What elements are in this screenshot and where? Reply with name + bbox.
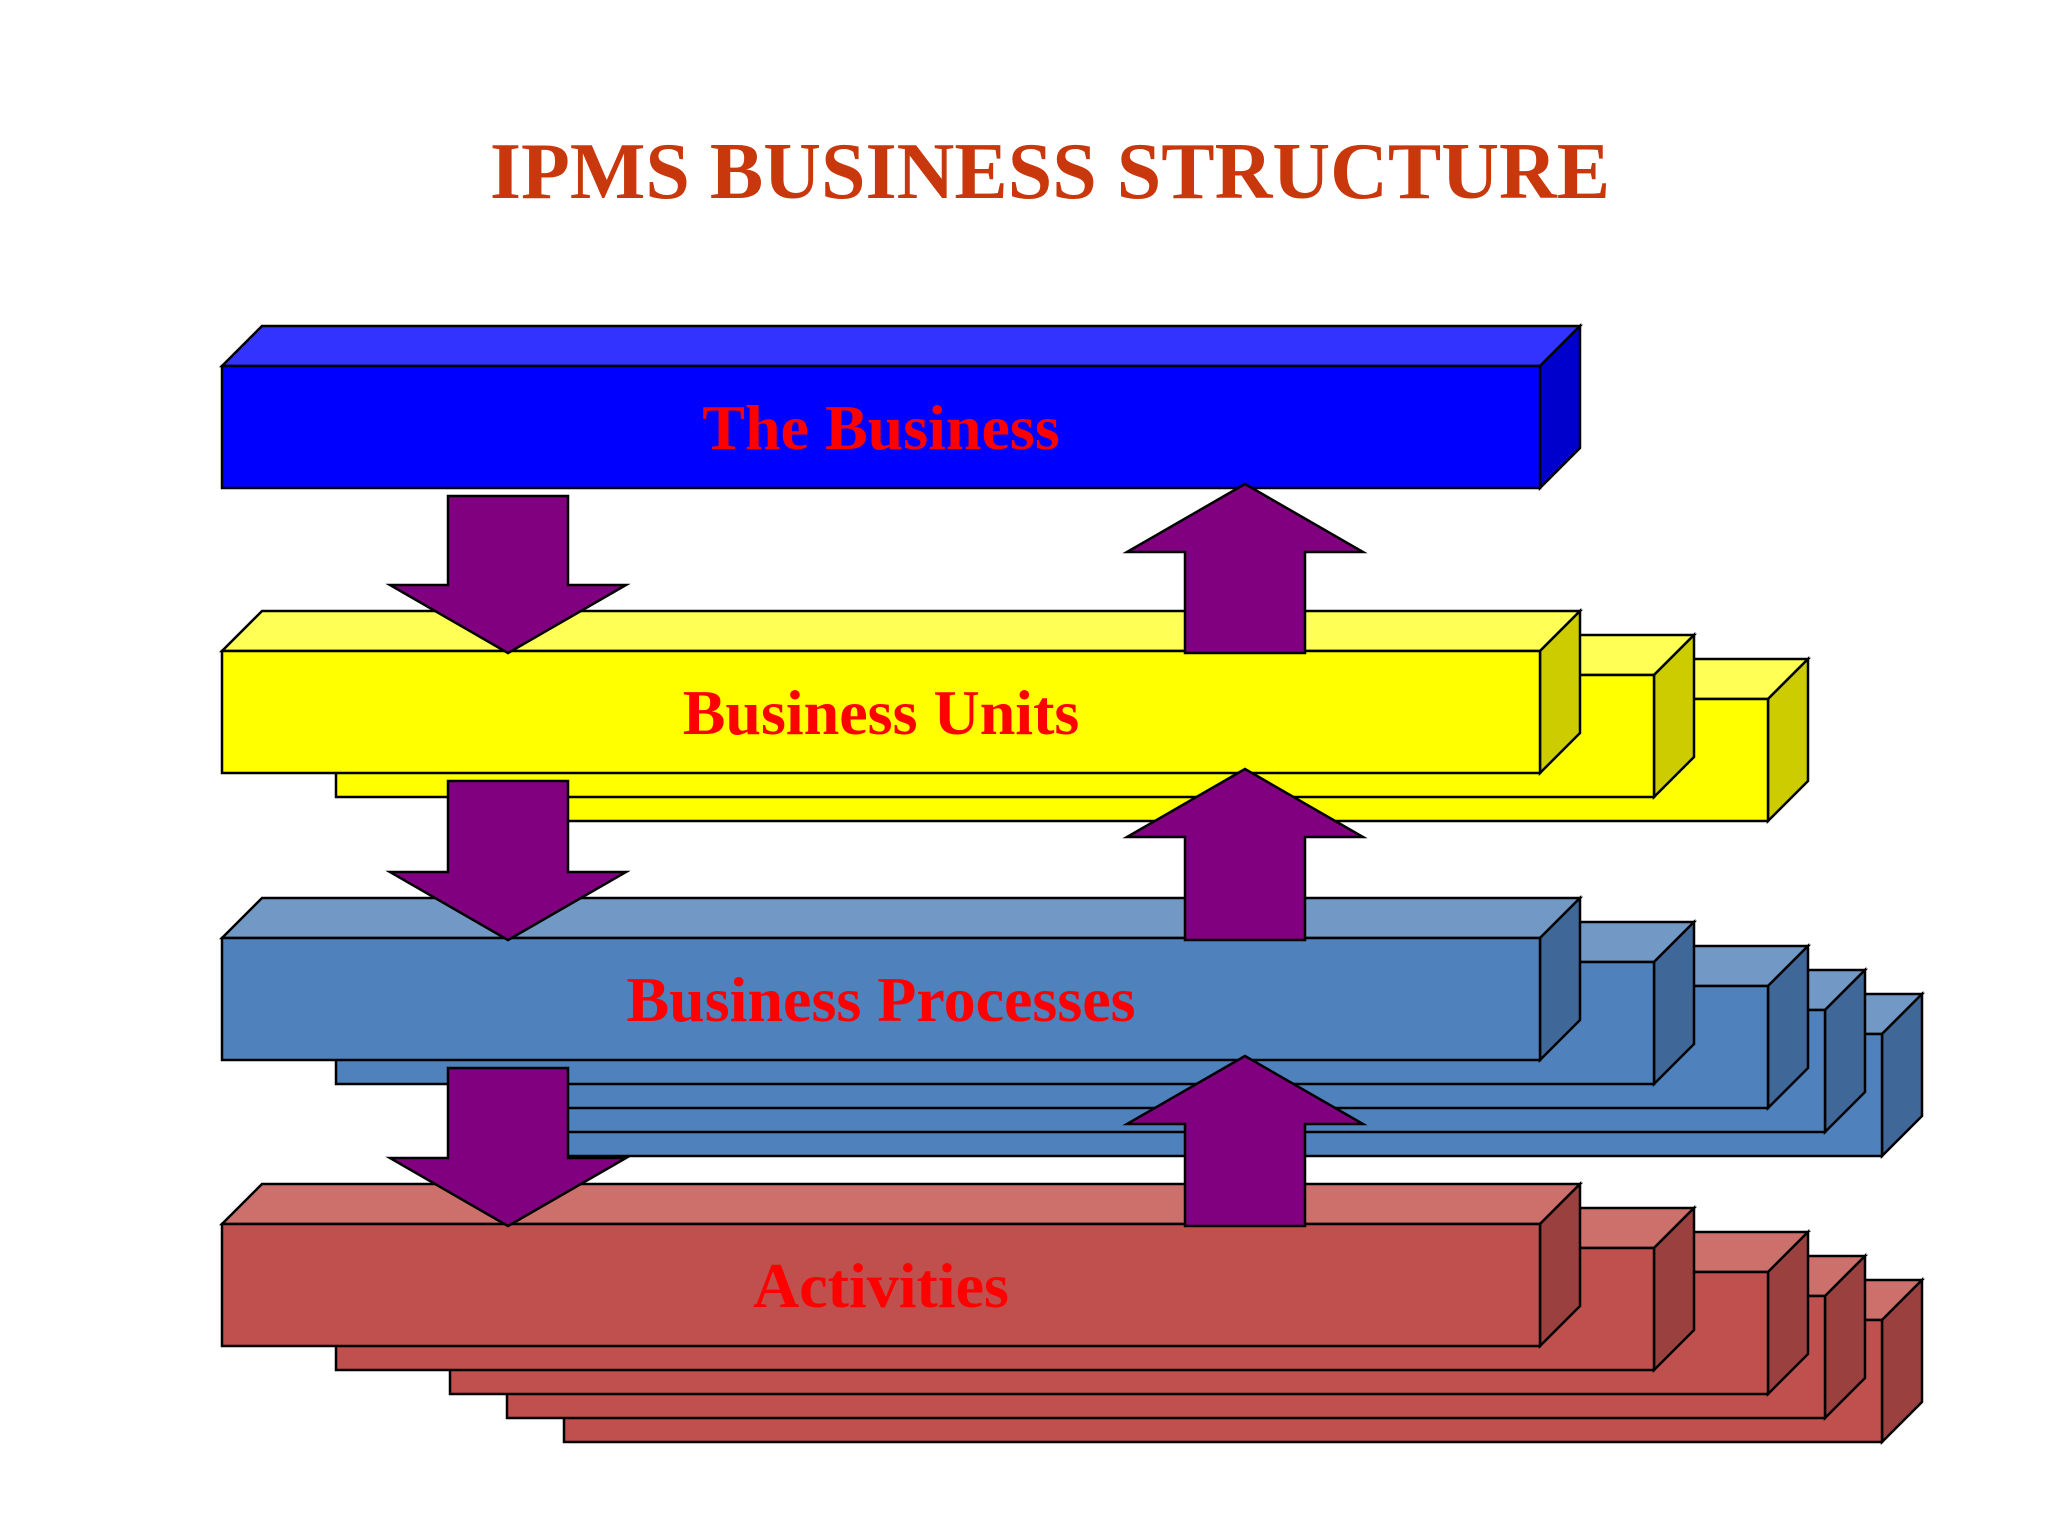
tier-business-units [218, 607, 1812, 825]
tier-activities-bar-1-top-face [218, 1182, 1584, 1226]
tier-label-business-processes: Business Processes [626, 964, 1135, 1035]
tier-activities-bar-1-front-face [220, 1222, 1542, 1348]
tier-label-business-units: Business Units [683, 677, 1080, 748]
flow-arrow-business-units-to-business-processes [385, 779, 631, 942]
tier-label-the-business: The Business [702, 392, 1059, 463]
tier-layer [218, 322, 1926, 1446]
flow-arrow-business-processes-to-activities [385, 1066, 631, 1228]
tier-activities [218, 1180, 1926, 1446]
tier-business-processes [218, 894, 1926, 1160]
tier-the-business [218, 322, 1584, 492]
tier-business-processes-bar-1-front-face [220, 936, 1542, 1062]
page-title: IPMS BUSINESS STRUCTURE [489, 128, 1611, 216]
flow-arrow-business-processes-to-business-units [1122, 767, 1368, 942]
tier-business-processes-bar-1-top-face [218, 896, 1584, 940]
tier-business-units-bar-1-front-face [220, 649, 1542, 775]
tier-the-business-bar-1-top-face [218, 324, 1584, 368]
tier-the-business-bar-1 [218, 322, 1584, 492]
arrow-layer [385, 482, 1368, 1228]
tier-label-activities: Activities [753, 1250, 1009, 1321]
flow-arrow-activities-to-business-processes [1122, 1054, 1368, 1228]
tier-business-units-bar-1-top-face [218, 609, 1584, 653]
flow-arrow-business-units-to-the-business [1122, 482, 1368, 655]
tier-the-business-bar-1-front-face [220, 364, 1542, 490]
flow-arrow-the-business-to-business-units [385, 494, 631, 655]
